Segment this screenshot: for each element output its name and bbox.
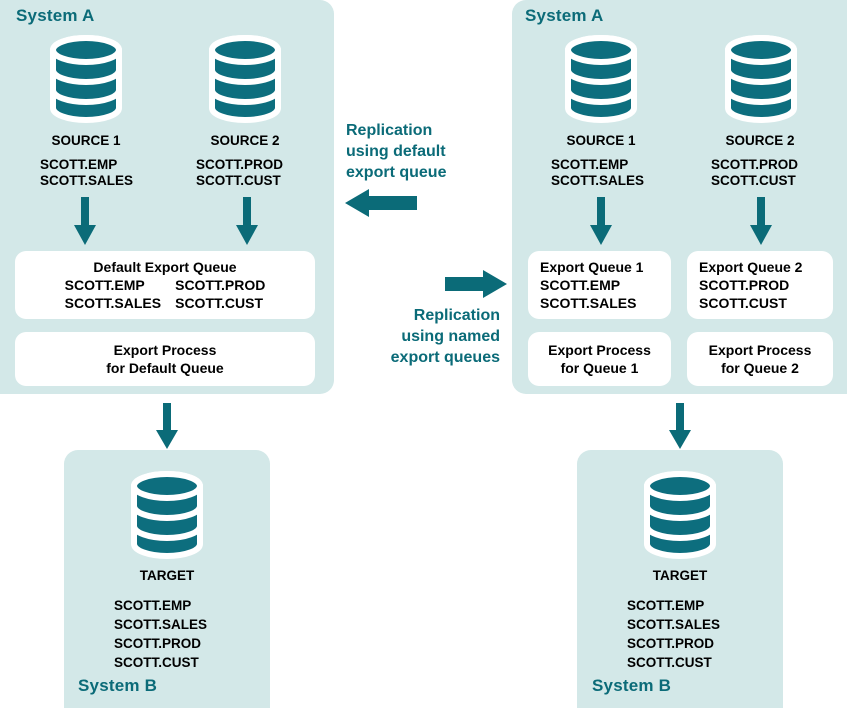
left-source1-to-queue-arrow: [74, 197, 96, 245]
left-source1-name: SOURCE 1: [51, 133, 121, 148]
left-source1-database-icon: [47, 33, 125, 125]
right-source1-database-icon: [562, 33, 640, 125]
right-export-queue-1-tables: SCOTT.EMP SCOTT.SALES: [540, 277, 637, 311]
right-system-b-title: System B: [592, 676, 672, 695]
left-export-process-box: Export Process for Default Queue: [15, 332, 315, 386]
right-source2-tables: SCOTT.PROD SCOTT.CUST: [711, 157, 799, 188]
left-target-database-icon: [128, 469, 206, 561]
left-source2-tables: SCOTT.PROD SCOTT.CUST: [196, 157, 284, 188]
right-target-name: TARGET: [652, 568, 708, 583]
right-export-process-2-line1: Export Process: [708, 342, 812, 358]
left-target-name: TARGET: [139, 568, 195, 583]
replication-default-queue-arrow: [345, 189, 417, 217]
left-target-tables: SCOTT.EMP SCOTT.SALES SCOTT.PROD SCOTT.C…: [114, 598, 208, 670]
caption-named-queues: Replication using named export queues: [390, 307, 500, 366]
right-export-process-2-box: Export Process for Queue 2: [687, 332, 833, 386]
right-export-process-1-line2: for Queue 1: [560, 360, 639, 376]
right-system-a-to-b-arrow: [669, 403, 691, 449]
right-export-queue-2-box: Export Queue 2 SCOTT.PROD SCOTT.CUST: [687, 251, 833, 319]
left-source1-tables: SCOTT.EMP SCOTT.SALES: [40, 157, 134, 188]
left-source2-database-icon: [206, 33, 284, 125]
right-source2-name: SOURCE 2: [725, 133, 795, 148]
left-default-queue-tables-col2: SCOTT.PROD SCOTT.CUST: [175, 277, 266, 311]
caption-default-queue: Replication using default export queue: [346, 122, 447, 181]
right-source1-name: SOURCE 1: [566, 133, 636, 148]
left-export-process-line2: for Default Queue: [106, 360, 224, 376]
left-system-a-title: System A: [16, 6, 95, 25]
left-source2-to-queue-arrow: [236, 197, 258, 245]
right-export-process-1-line1: Export Process: [548, 342, 651, 358]
right-source2-to-queue-arrow: [750, 197, 772, 245]
right-export-queue-1-title: Export Queue 1: [540, 259, 644, 275]
left-default-export-queue-box: Default Export Queue SCOTT.EMP SCOTT.SAL…: [15, 251, 315, 319]
left-default-queue-title: Default Export Queue: [93, 259, 237, 275]
left-default-queue-tables-col1: SCOTT.EMP SCOTT.SALES: [64, 277, 162, 311]
right-target-database-icon: [641, 469, 719, 561]
right-export-queue-2-title: Export Queue 2: [699, 259, 803, 275]
left-system-b-title: System B: [78, 676, 158, 695]
right-export-process-1-box: Export Process for Queue 1: [528, 332, 671, 386]
right-source1-to-queue-arrow: [590, 197, 612, 245]
left-system-a-to-b-arrow: [156, 403, 178, 449]
left-export-process-line1: Export Process: [113, 342, 217, 358]
right-export-queue-1-box: Export Queue 1 SCOTT.EMP SCOTT.SALES: [528, 251, 671, 319]
right-system-a-title: System A: [525, 6, 604, 25]
right-target-tables: SCOTT.EMP SCOTT.SALES SCOTT.PROD SCOTT.C…: [627, 598, 721, 670]
left-source2-name: SOURCE 2: [210, 133, 280, 148]
right-export-queue-2-tables: SCOTT.PROD SCOTT.CUST: [699, 277, 790, 311]
right-source2-database-icon: [722, 33, 800, 125]
right-export-process-2-line2: for Queue 2: [721, 360, 799, 376]
right-source1-tables: SCOTT.EMP SCOTT.SALES: [551, 157, 645, 188]
replication-named-queues-arrow: [445, 270, 507, 298]
